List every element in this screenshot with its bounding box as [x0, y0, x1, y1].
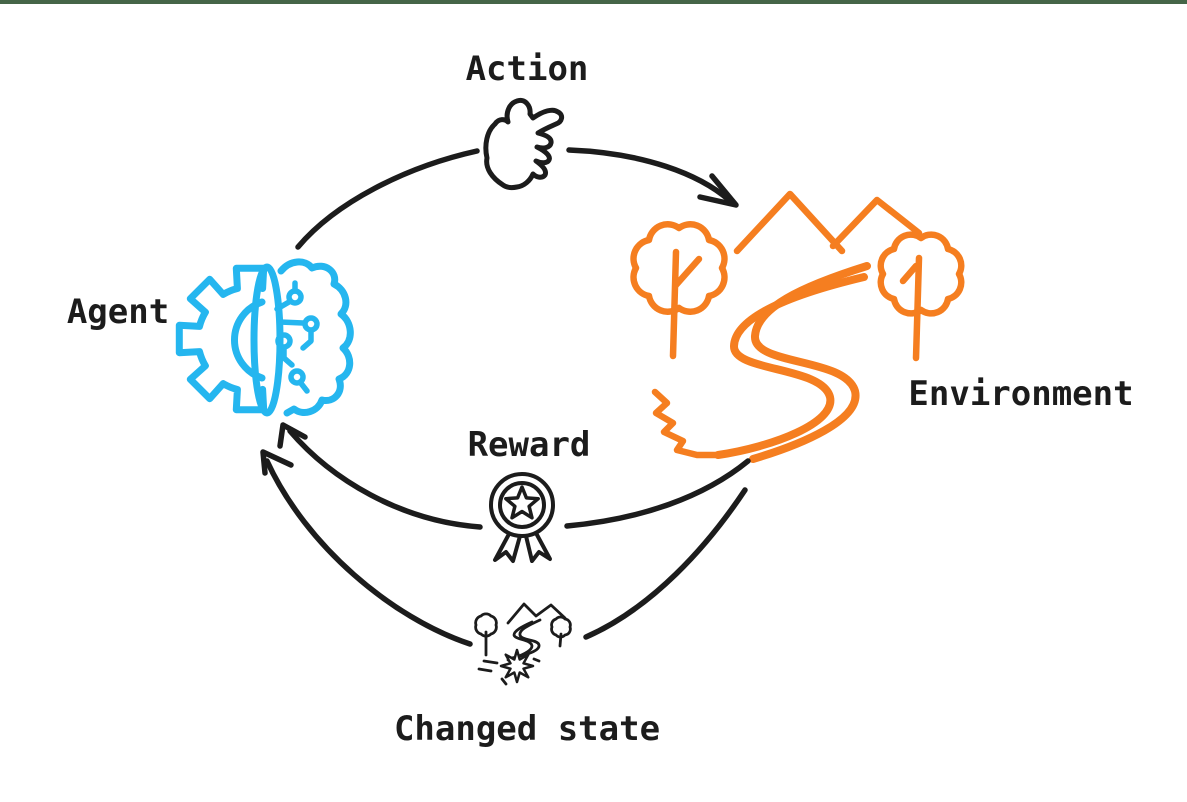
mini-tree-right [550, 615, 572, 648]
mini-tree-left [474, 612, 498, 657]
environment-label: Environment [908, 374, 1133, 414]
medal-star [504, 485, 540, 520]
ribbon-left [493, 532, 522, 563]
action-arrow [295, 147, 739, 250]
small-landscape-burst-icon [474, 602, 572, 686]
reward-arrow [277, 422, 751, 530]
medal-ribbon-icon [489, 472, 555, 563]
mountain-right [829, 196, 923, 250]
action-label: Action [466, 49, 589, 89]
road-torn-edge [651, 388, 722, 459]
mini-road [506, 618, 542, 662]
agent-icon [175, 258, 354, 417]
gear-inner-arc [230, 298, 266, 382]
ribbon-right [524, 531, 552, 563]
brain-outline [277, 258, 354, 417]
burst-star [499, 648, 535, 684]
reward-label: Reward [468, 425, 591, 465]
tree-right [877, 231, 965, 362]
arrowhead [697, 173, 739, 208]
gear-outline [175, 264, 268, 414]
arrowhead [277, 422, 308, 449]
winding-road [651, 262, 871, 463]
burst-dashes [477, 657, 541, 686]
arrowhead [260, 449, 294, 476]
tree-left [630, 221, 728, 360]
changed-state-label: Changed state [394, 709, 660, 749]
pointing-hand-icon [483, 97, 565, 191]
mini-mountains [506, 602, 567, 625]
agent-label: Agent [67, 292, 169, 332]
brain-circuit-nodes [274, 280, 320, 394]
environment-icon [630, 190, 965, 463]
mountain-left [733, 190, 846, 255]
changed-state-arrow [260, 449, 748, 647]
top-accent-bar [0, 0, 1187, 4]
